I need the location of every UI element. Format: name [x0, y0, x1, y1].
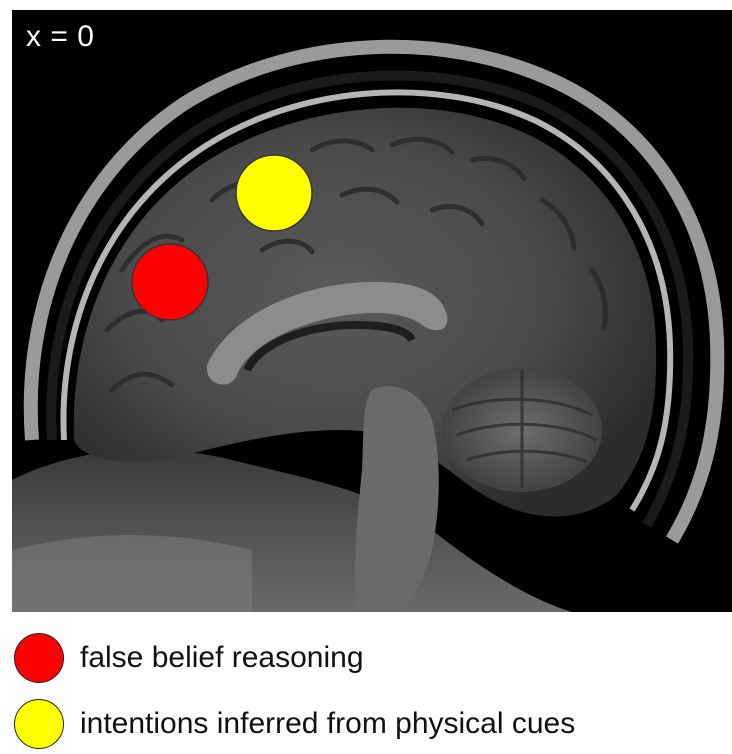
legend-label: false belief reasoning: [80, 641, 364, 675]
yellow-circle-icon: [14, 699, 64, 749]
legend: false belief reasoning intentions inferr…: [0, 620, 732, 750]
activation-false-belief: [132, 244, 208, 320]
red-circle-icon: [14, 633, 64, 683]
slice-coordinate-label: x = 0: [26, 22, 94, 52]
activation-physical-cues: [236, 155, 312, 231]
mri-sagittal-scan: x = 0: [12, 10, 732, 612]
legend-label: intentions inferred from physical cues: [80, 707, 575, 741]
brain-image: [12, 10, 732, 612]
legend-item-false-belief: false belief reasoning: [14, 628, 364, 688]
legend-item-physical-cues: intentions inferred from physical cues: [14, 694, 575, 754]
